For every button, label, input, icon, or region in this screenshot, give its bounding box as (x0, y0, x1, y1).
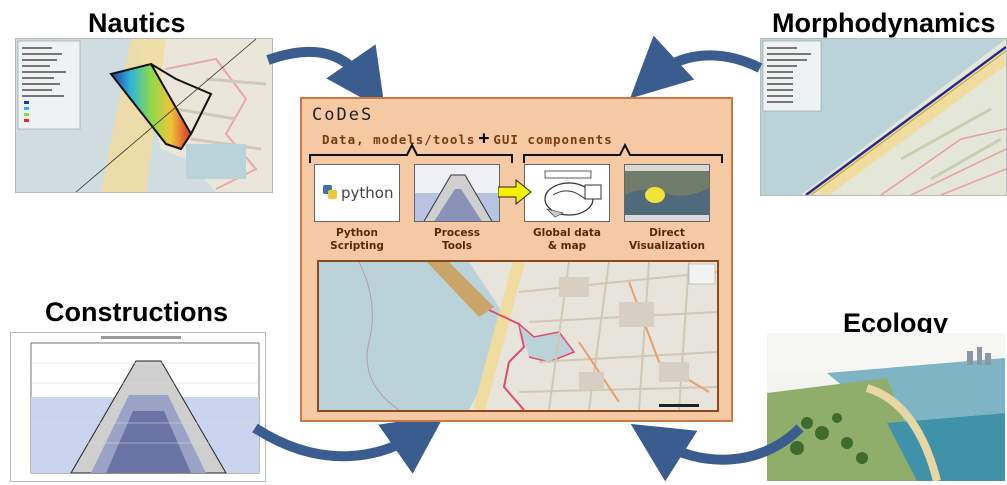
ecology-illustration-thumbnail (767, 333, 1005, 481)
direct-visualization-tile (624, 164, 710, 222)
subtitle-gui-components: GUI components (493, 132, 613, 147)
python-logo-icon (323, 185, 337, 199)
python-scripting-label: Python Scripting (330, 227, 384, 252)
main-map-panel[interactable] (317, 260, 719, 412)
morphodynamics-to-codes-arrow (630, 35, 763, 99)
process-tools-label: Process Tools (434, 227, 480, 252)
nautics-map-graphic (17, 39, 272, 192)
constructions-title: Constructions (45, 297, 229, 327)
constructions-profile-graphic (30, 336, 260, 474)
main-map-graphic (358, 262, 717, 410)
constructions-chart-thumbnail (10, 332, 266, 482)
yellow-arrow-icon (498, 179, 532, 205)
process-tools-graphic (415, 165, 499, 221)
grouping-brackets (309, 143, 723, 163)
global-data-sketch-graphic (544, 170, 602, 218)
python-scripting-tile: python (314, 164, 400, 222)
process-tools-tile (414, 164, 500, 222)
global-data-map-tile (524, 164, 610, 222)
codes-subtitle: Data, models/tools+GUI components (322, 128, 613, 149)
morphodynamics-map-graphic (762, 39, 1006, 195)
codes-panel: CoDeS Data, models/tools+GUI components … (300, 97, 733, 422)
global-data-map-label: Global data & map (533, 227, 601, 252)
constructions-to-codes-arrow (252, 414, 445, 474)
codes-title: CoDeS (312, 105, 374, 125)
visualization-map-graphic (625, 165, 709, 221)
subtitle-data-models: Data, models/tools (322, 132, 476, 147)
subtitle-plus: + (478, 128, 491, 149)
morphodynamics-map-thumbnail (760, 38, 1007, 196)
nautics-to-codes-arrow (266, 44, 386, 111)
ecology-to-codes-arrow (630, 423, 804, 482)
python-logo-text: python (341, 184, 394, 202)
nautics-title: Nautics (88, 8, 186, 38)
ecology-illustration-graphic (767, 333, 1005, 481)
direct-visualization-label: Direct Visualization (628, 227, 706, 252)
nautics-map-thumbnail (15, 38, 273, 193)
morphodynamics-title: Morphodynamics (772, 8, 996, 38)
